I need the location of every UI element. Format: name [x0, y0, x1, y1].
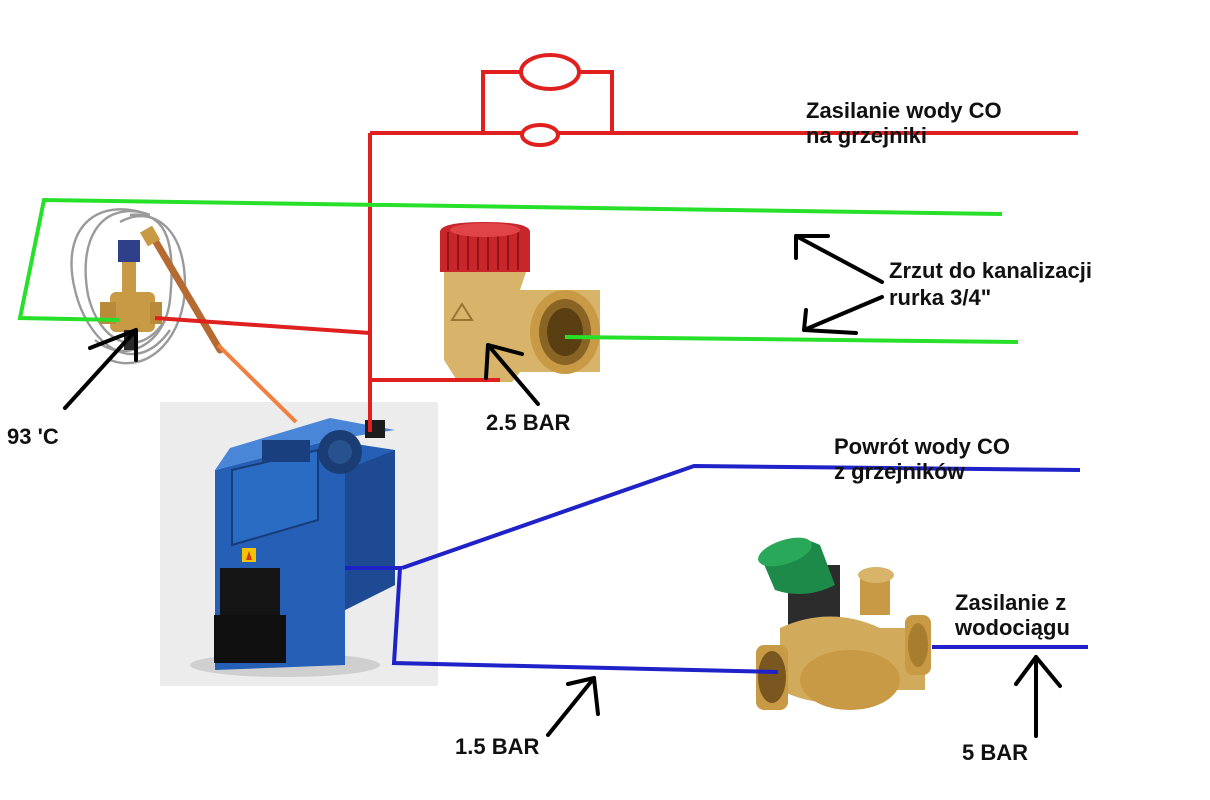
annotation-arrows [63, 234, 1062, 738]
thermal-relief-valve-icon [70, 208, 224, 365]
supply-pipe-lines [154, 53, 1078, 432]
relief-valve-arrow [486, 343, 540, 406]
drain-label-line1: Zrzut do kanalizacji [889, 258, 1092, 283]
mains-label-line1: Zasilanie z [955, 590, 1067, 615]
mains-pressure-arrowhead [1014, 655, 1062, 688]
drain-arrow-upper-head [794, 234, 830, 260]
return-label-line1: Powrót wody CO [834, 434, 1010, 459]
drain-pipe-lines [17, 197, 1019, 344]
relief-valve-pressure-label: 2.5 BAR [486, 410, 571, 435]
thermal-valve-arrow [63, 328, 138, 410]
system-pressure-label: 1.5 BAR [455, 734, 540, 759]
drain-arrow-lower [802, 295, 884, 332]
supply-label-line1: Zasilanie wody CO [806, 98, 1002, 123]
system-pressure-arrow [546, 676, 596, 737]
system-pressure-arrowhead [566, 676, 600, 716]
supply-label: Zasilanie wody CO na grzejniki [806, 98, 1002, 148]
mains-pressure-label: 5 BAR [962, 740, 1029, 765]
return-label-line2: z grzejników [834, 459, 965, 484]
safety-relief-valve-icon [440, 222, 600, 382]
relief-valve-arrowhead [484, 343, 524, 380]
thermal-valve-temp-label: 93 'C [7, 424, 59, 449]
drain-label: Zrzut do kanalizacji rurka 3/4" [889, 258, 1092, 310]
mains-label: Zasilanie z wodociągu [955, 590, 1070, 640]
capillary-line [216, 343, 298, 424]
drain-label-line2: rurka 3/4" [889, 285, 992, 310]
mains-label-line2: wodociągu [955, 615, 1070, 640]
thermal-valve-arrowhead [88, 328, 138, 362]
supply-label-line2: na grzejniki [806, 123, 928, 148]
pressure-reducer-icon [756, 537, 931, 710]
drain-arrow-upper [794, 234, 884, 284]
return-pipe-lines [345, 463, 1088, 674]
return-label: Powrót wody CO z grzejników [834, 434, 1010, 484]
drain-arrow-lower-head [802, 308, 858, 335]
boiler-icon [190, 418, 395, 677]
